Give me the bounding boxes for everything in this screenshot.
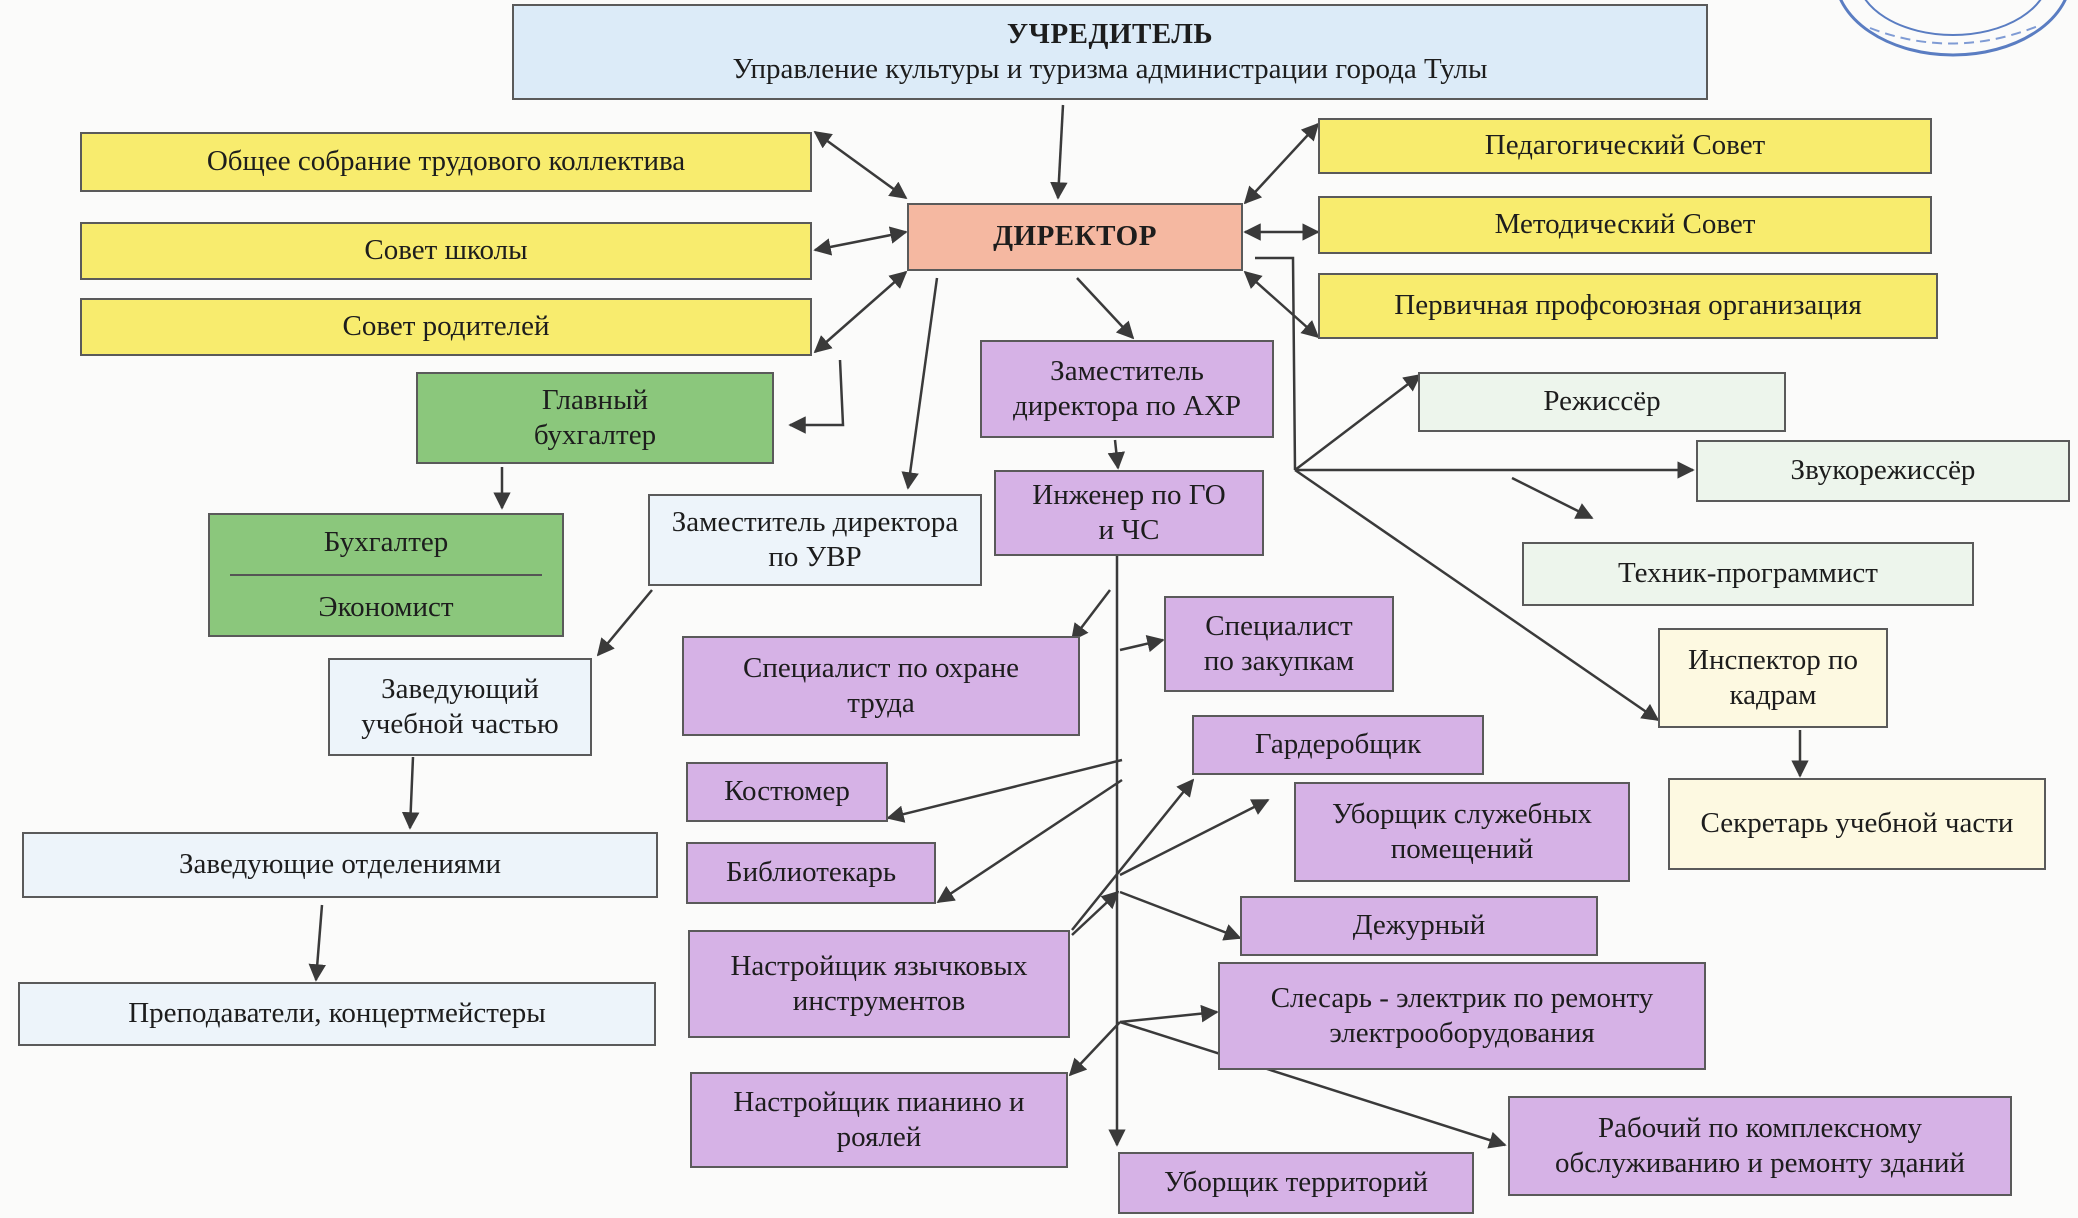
department-heads-label: Заведующие отделениями bbox=[179, 848, 501, 881]
staff-electrician: Слесарь - электрик по ремонту электрообо… bbox=[1218, 962, 1706, 1070]
staff-label: Слесарь - электрик по ремонту электрообо… bbox=[1270, 981, 1654, 1049]
deputy-uvr-box: Заместитель директора по УВР bbox=[648, 494, 982, 586]
staff-maintenance-worker: Рабочий по комплексному обслуживанию и р… bbox=[1508, 1096, 2012, 1196]
head-of-studies-label: Заведующий учебной частью bbox=[361, 672, 559, 740]
link-director-chief-accountant bbox=[788, 359, 845, 434]
link-director-union bbox=[1243, 270, 1320, 339]
staff-costumer: Костюмер bbox=[686, 762, 888, 822]
deputy-ahr-label: Заместитель директора по АХР bbox=[1012, 354, 1242, 422]
council-label: Первичная профсоюзная организация bbox=[1394, 289, 1862, 322]
council-label: Общее собрание трудового коллектива bbox=[206, 145, 686, 178]
link-director-technical bbox=[1255, 256, 1297, 471]
divider bbox=[229, 574, 543, 576]
link-director-uvr bbox=[901, 277, 939, 490]
link-trunk-maintenance bbox=[1119, 1020, 1507, 1149]
link-trunk-costumer bbox=[886, 758, 1123, 823]
council-general-assembly: Общее собрание трудового коллектива bbox=[80, 132, 812, 192]
technical-label: Режиссёр bbox=[1543, 385, 1661, 418]
council-trade-union: Первичная профсоюзная организация bbox=[1318, 273, 1938, 339]
link-trunk-cloakroom bbox=[1071, 778, 1195, 931]
link-director-ahr bbox=[1076, 277, 1135, 340]
council-parents: Совет родителей bbox=[80, 298, 812, 356]
council-label: Методический Совет bbox=[1494, 208, 1756, 241]
council-label: Совет школы bbox=[364, 234, 528, 267]
engineer-box: Инженер по ГО и ЧС bbox=[994, 470, 1264, 556]
staff-label: Специалист по охране труда bbox=[743, 651, 1019, 719]
hr-inspector-box: Инспектор по кадрам bbox=[1658, 628, 1888, 728]
deputy-ahr-box: Заместитель директора по АХР bbox=[980, 340, 1274, 438]
link-uvr-head bbox=[596, 589, 653, 657]
staff-cloakroom: Гардеробщик bbox=[1192, 715, 1484, 775]
accountant-economist-box: Бухгалтер Экономист bbox=[208, 513, 564, 637]
link-parents-council-director bbox=[813, 270, 908, 354]
link-trunk-cleaner-offices bbox=[1119, 798, 1270, 877]
staff-label: Настройщик пианино и роялей bbox=[733, 1085, 1025, 1153]
link-trunk-reed-tuner bbox=[1071, 890, 1120, 936]
technical-label: Техник-программист bbox=[1618, 557, 1878, 590]
staff-office-cleaner: Уборщик служебных помещений bbox=[1294, 782, 1630, 882]
director-stage-box: Режиссёр bbox=[1418, 372, 1786, 432]
chief-accountant-label: Главный бухгалтер bbox=[533, 383, 657, 451]
teachers-box: Преподаватели, концертмейстеры bbox=[18, 982, 656, 1046]
founder-box: УЧРЕДИТЕЛЬ Управление культуры и туризма… bbox=[512, 4, 1708, 100]
technical-label: Звукорежиссёр bbox=[1790, 454, 1976, 487]
accountant-label: Бухгалтер bbox=[323, 525, 449, 558]
link-to-technician bbox=[1511, 476, 1594, 520]
council-school: Совет школы bbox=[80, 222, 812, 280]
staff-label: Специалист по закупкам bbox=[1203, 609, 1355, 677]
economist-label: Экономист bbox=[318, 591, 454, 623]
link-assembly-director bbox=[813, 130, 908, 200]
engineer-label: Инженер по ГО и ЧС bbox=[1032, 478, 1226, 546]
link-departments-teachers bbox=[308, 904, 326, 982]
staff-label: Библиотекарь bbox=[725, 856, 897, 889]
secretary-label: Секретарь учебной части bbox=[1700, 807, 2014, 840]
link-trunk-piano-tuner bbox=[1068, 1021, 1121, 1077]
teachers-label: Преподаватели, концертмейстеры bbox=[128, 997, 546, 1030]
staff-reed-tuner: Настройщик язычковых инструментов bbox=[688, 930, 1070, 1038]
link-director-pedagogical bbox=[1243, 122, 1320, 205]
staff-procurement: Специалист по закупкам bbox=[1164, 596, 1394, 692]
hr-inspector-label: Инспектор по кадрам bbox=[1688, 643, 1858, 711]
staff-grounds-cleaner: Уборщик территорий bbox=[1118, 1152, 1474, 1214]
staff-label: Гардеробщик bbox=[1254, 728, 1422, 761]
deputy-uvr-label: Заместитель директора по УВР bbox=[671, 505, 959, 573]
staff-librarian: Библиотекарь bbox=[686, 842, 936, 904]
secretary-box: Секретарь учебной части bbox=[1668, 778, 2046, 870]
staff-label: Рабочий по комплексному обслуживанию и р… bbox=[1554, 1111, 1966, 1179]
link-trunk-duty bbox=[1119, 890, 1242, 941]
chief-accountant-box: Главный бухгалтер bbox=[416, 372, 774, 464]
founder-subtitle: Управление культуры и туризма администра… bbox=[732, 53, 1488, 85]
sound-engineer-box: Звукорежиссёр bbox=[1696, 440, 2070, 502]
staff-label: Дежурный bbox=[1352, 909, 1486, 942]
link-to-director-tech bbox=[1294, 373, 1422, 471]
link-founder-director bbox=[1050, 104, 1068, 200]
council-pedagogical: Педагогический Совет bbox=[1318, 118, 1932, 174]
technician-programmer-box: Техник-программист bbox=[1522, 542, 1974, 606]
staff-label: Костюмер bbox=[724, 775, 850, 808]
link-school-council-director bbox=[813, 226, 908, 256]
department-heads-box: Заведующие отделениями bbox=[22, 832, 658, 898]
council-label: Совет родителей bbox=[342, 310, 550, 343]
council-methodical: Методический Совет bbox=[1318, 196, 1932, 254]
link-trunk-electrician bbox=[1119, 1004, 1219, 1024]
staff-duty: Дежурный bbox=[1240, 896, 1598, 956]
head-of-studies-box: Заведующий учебной частью bbox=[328, 658, 592, 756]
staff-label: Настройщик язычковых инструментов bbox=[730, 949, 1028, 1017]
director-box: ДИРЕКТОР bbox=[907, 203, 1243, 271]
link-trunk-purchases bbox=[1119, 635, 1165, 653]
council-label: Педагогический Совет bbox=[1484, 129, 1766, 162]
staff-label: Уборщик служебных помещений bbox=[1332, 797, 1592, 865]
staff-label: Уборщик территорий bbox=[1163, 1166, 1429, 1199]
staff-piano-tuner: Настройщик пианино и роялей bbox=[690, 1072, 1068, 1168]
link-head-departments bbox=[401, 756, 420, 830]
staff-labor-safety: Специалист по охране труда bbox=[682, 636, 1080, 736]
link-trunk-safety bbox=[1070, 589, 1111, 642]
link-trunk-librarian bbox=[936, 778, 1123, 904]
founder-title: УЧРЕДИТЕЛЬ bbox=[1006, 17, 1214, 50]
link-to-hr-inspector bbox=[1294, 468, 1660, 722]
link-ahr-engineer bbox=[1107, 439, 1126, 470]
director-label: ДИРЕКТОР bbox=[993, 220, 1157, 253]
